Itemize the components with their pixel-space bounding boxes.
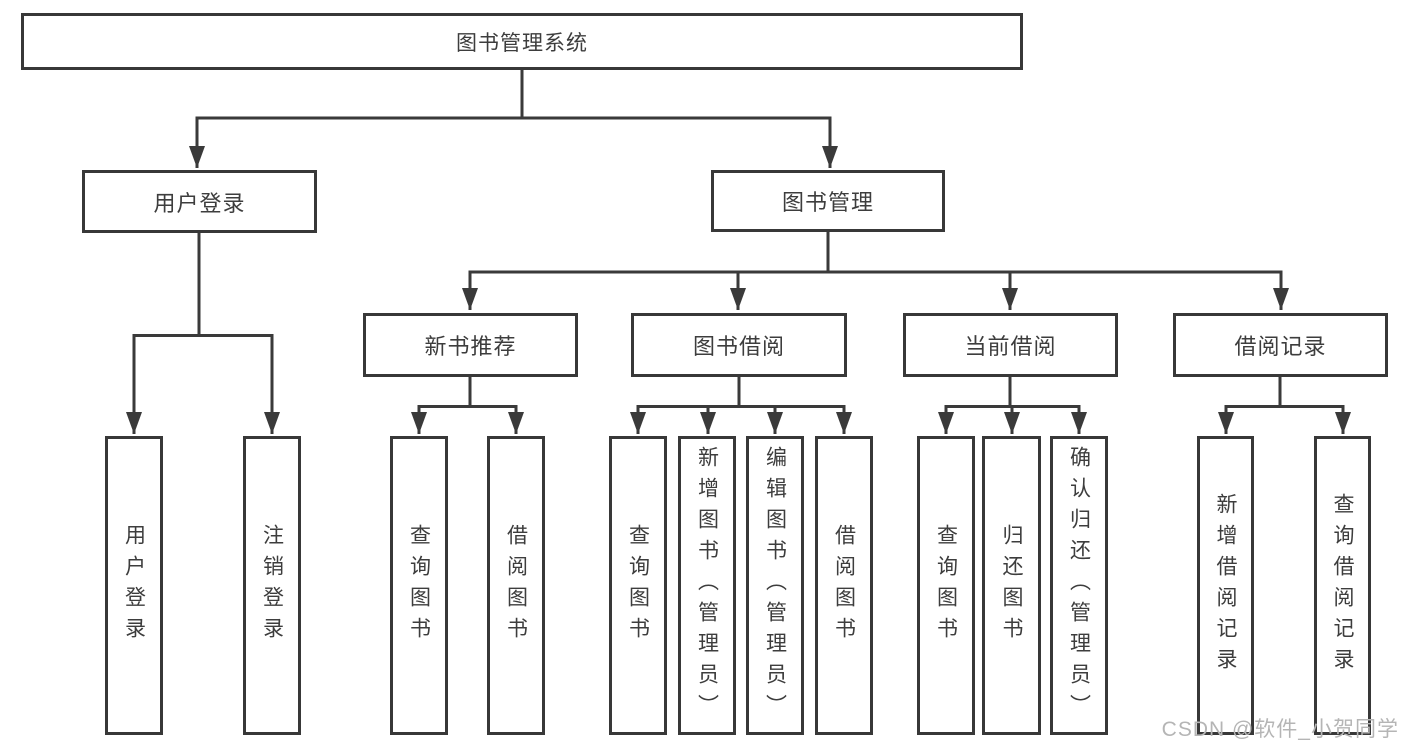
node-book-borrow: 图书借阅	[631, 313, 847, 377]
node-new-book-recommend-label: 新书推荐	[424, 334, 517, 359]
node-leaf-logout-label: 注销登录	[260, 523, 284, 648]
connector-newbooks-to-children	[411, 377, 524, 434]
node-system-root: 图书管理系统	[21, 13, 1023, 70]
node-leaf-borrow-books-1-label: 借阅图书	[504, 523, 528, 648]
node-leaf-confirm-return-admin: 确认归还（管理员）	[1050, 436, 1108, 735]
connector-root-to-level2	[189, 70, 838, 168]
connector-userlogin-to-children	[126, 233, 280, 434]
node-leaf-borrow-books-2-label: 借阅图书	[832, 523, 856, 648]
node-new-book-recommend: 新书推荐	[363, 313, 578, 377]
node-user-login-branch-label: 用户登录	[153, 190, 246, 216]
node-leaf-user-login-label: 用户登录	[122, 523, 146, 648]
node-leaf-confirm-return-admin-label: 确认归还（管理员）	[1067, 446, 1091, 725]
csdn-watermark: CSDN @软件_小贺同学	[1161, 718, 1399, 741]
node-leaf-edit-books-admin-label: 编辑图书（管理员）	[763, 446, 787, 725]
node-book-borrow-label: 图书借阅	[692, 334, 785, 359]
node-leaf-query-books-2: 查询图书	[609, 436, 667, 735]
node-leaf-query-borrow-record-label: 查询借阅记录	[1331, 492, 1354, 679]
node-leaf-borrow-books-2: 借阅图书	[815, 436, 873, 735]
connector-borrow-to-children	[630, 377, 852, 434]
node-current-borrow: 当前借阅	[903, 313, 1118, 377]
connector-records-to-children	[1218, 377, 1351, 434]
node-leaf-borrow-books-1: 借阅图书	[487, 436, 545, 735]
node-leaf-logout: 注销登录	[243, 436, 301, 735]
node-user-login-branch: 用户登录	[82, 170, 317, 233]
connector-bookmgmt-to-level3	[462, 232, 1289, 310]
node-leaf-add-books-admin: 新增图书（管理员）	[678, 436, 736, 735]
node-leaf-return-books: 归还图书	[982, 436, 1041, 735]
node-current-borrow-label: 当前借阅	[964, 334, 1057, 359]
node-leaf-query-books-3: 查询图书	[917, 436, 975, 735]
node-system-root-label: 图书管理系统	[456, 31, 588, 55]
node-leaf-return-books-label: 归还图书	[1000, 523, 1023, 648]
node-leaf-add-books-admin-label: 新增图书（管理员）	[695, 446, 719, 725]
node-borrow-records: 借阅记录	[1173, 313, 1388, 377]
node-book-management: 图书管理	[711, 170, 945, 232]
node-leaf-query-books-2-label: 查询图书	[626, 523, 650, 648]
node-borrow-records-label: 借阅记录	[1234, 334, 1327, 359]
node-leaf-edit-books-admin: 编辑图书（管理员）	[746, 436, 804, 735]
node-leaf-add-borrow-record: 新增借阅记录	[1197, 436, 1254, 735]
node-book-management-label: 图书管理	[781, 190, 874, 215]
node-leaf-user-login: 用户登录	[105, 436, 163, 735]
node-leaf-query-books-3-label: 查询图书	[934, 523, 958, 648]
node-leaf-query-books-1-label: 查询图书	[407, 523, 431, 648]
node-leaf-query-books-1: 查询图书	[390, 436, 448, 735]
node-leaf-query-borrow-record: 查询借阅记录	[1314, 436, 1371, 735]
node-leaf-add-borrow-record-label: 新增借阅记录	[1214, 492, 1237, 679]
connector-current-to-children	[938, 377, 1087, 434]
